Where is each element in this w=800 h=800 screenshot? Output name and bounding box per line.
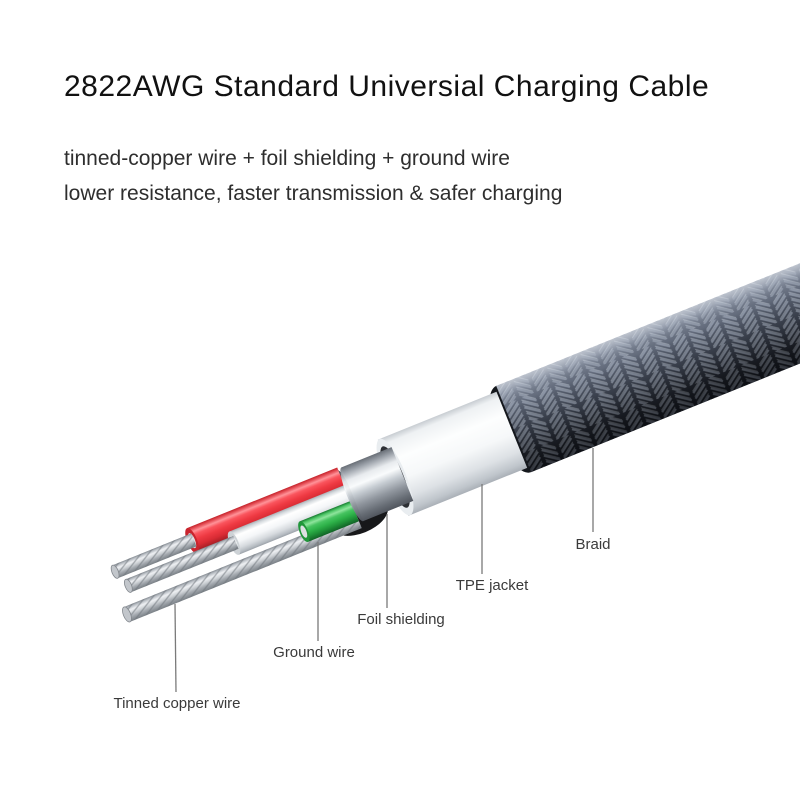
tinned-copper-strand-graphic <box>122 513 362 623</box>
white-wire-strands <box>123 535 239 593</box>
braid-label: Braid <box>575 536 611 553</box>
leader-lines <box>174 448 594 693</box>
tinned-copper-wire-label: Tinned copper wire <box>113 695 241 712</box>
ground-wire-label: Ground wire <box>273 644 355 661</box>
foil-shielding-graphic <box>340 447 414 522</box>
braid-graphic <box>496 243 800 473</box>
tpe-jacket-label: TPE jacket <box>455 577 529 594</box>
subtitle-line-1: tinned-copper wire + foil shielding + gr… <box>64 147 510 170</box>
subtitle-line-2: lower resistance, faster transmission & … <box>64 182 563 205</box>
tinned-copper-leader-line <box>174 603 177 693</box>
foil-shielding-label: Foil shielding <box>357 611 445 628</box>
green-ground-wire-graphic <box>298 500 359 542</box>
red-wire-strands <box>110 533 197 579</box>
page-title: 2822AWG Standard Universial Charging Cab… <box>64 70 710 103</box>
page-subtitle: tinned-copper wire + foil shielding + gr… <box>64 141 704 211</box>
